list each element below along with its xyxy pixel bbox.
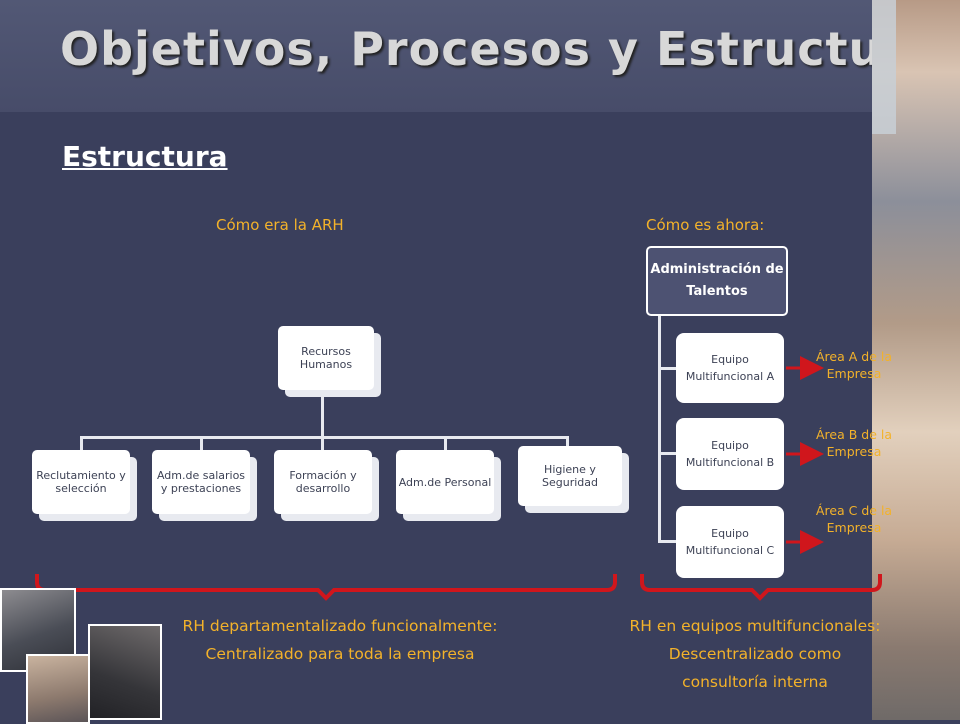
- team-node-a: Equipo Multifuncional A: [676, 333, 784, 403]
- connector-root-trunk: [321, 390, 324, 437]
- right-summary-line-1: RH en equipos multifuncionales:: [629, 617, 881, 635]
- connector-team-b: [658, 452, 676, 455]
- section-heading: Estructura: [62, 140, 228, 173]
- left-caption: Cómo era la ARH: [216, 216, 344, 234]
- connector-team-c: [658, 540, 676, 543]
- connector-child-1: [80, 436, 83, 450]
- connector-child-4: [444, 436, 447, 450]
- right-summary: RH en equipos multifuncionales: Descentr…: [600, 612, 910, 696]
- decorative-bar: [872, 0, 896, 134]
- right-bracket-icon: [640, 574, 882, 601]
- left-summary-line-2: Centralizado para toda la empresa: [205, 645, 475, 663]
- new-root-label: Administración de Talentos: [650, 262, 784, 299]
- old-root-node: Recursos Humanos: [278, 326, 374, 390]
- area-c-label: Área C de la Empresa: [815, 503, 893, 535]
- team-node-b: Equipo Multifuncional B: [676, 418, 784, 490]
- team-label: Equipo Multifuncional C: [685, 527, 775, 557]
- old-child-label: Reclutamiento y selección: [36, 469, 126, 495]
- team-label: Equipo Multifuncional B: [685, 439, 775, 469]
- old-child-label: Adm.de salarios y prestaciones: [156, 469, 246, 495]
- photo-man-back-image: [88, 624, 162, 720]
- old-child-node: Adm.de Personal: [396, 450, 494, 514]
- new-root-node: Administración de Talentos: [646, 246, 788, 316]
- connector-child-3: [321, 436, 324, 450]
- connector-vertical-spine: [658, 312, 661, 543]
- photo-man-smiling-image: [26, 654, 90, 724]
- area-b-label: Área B de la Empresa: [815, 427, 893, 459]
- old-child-label: Adm.de Personal: [398, 475, 492, 489]
- old-root-label: Recursos Humanos: [299, 345, 353, 371]
- old-child-node: Formación y desarrollo: [274, 450, 372, 514]
- old-child-node: Reclutamiento y selección: [32, 450, 130, 514]
- right-caption: Cómo es ahora:: [646, 216, 765, 234]
- left-bracket-icon: [35, 574, 617, 601]
- left-summary-line-1: RH departamentalizado funcionalmente:: [182, 617, 498, 635]
- old-child-label: Higiene y Seguridad: [542, 463, 598, 489]
- right-summary-line-2: Descentralizado como: [668, 645, 842, 663]
- old-child-node: Adm.de salarios y prestaciones: [152, 450, 250, 514]
- connector-team-a: [658, 367, 676, 370]
- old-child-label: Formación y desarrollo: [289, 469, 357, 495]
- connector-child-2: [200, 436, 203, 450]
- left-summary: RH departamentalizado funcionalmente: Ce…: [150, 612, 530, 668]
- old-child-node: Higiene y Seguridad: [518, 446, 622, 506]
- slide-title: Objetivos, Procesos y Estructura: [60, 22, 939, 76]
- area-a-label: Área A de la Empresa: [816, 349, 892, 381]
- right-summary-line-3: consultoría interna: [682, 673, 828, 691]
- connector-child-5: [566, 436, 569, 450]
- team-node-c: Equipo Multifuncional C: [676, 506, 784, 578]
- title-bar: [0, 0, 880, 112]
- team-label: Equipo Multifuncional A: [685, 353, 775, 383]
